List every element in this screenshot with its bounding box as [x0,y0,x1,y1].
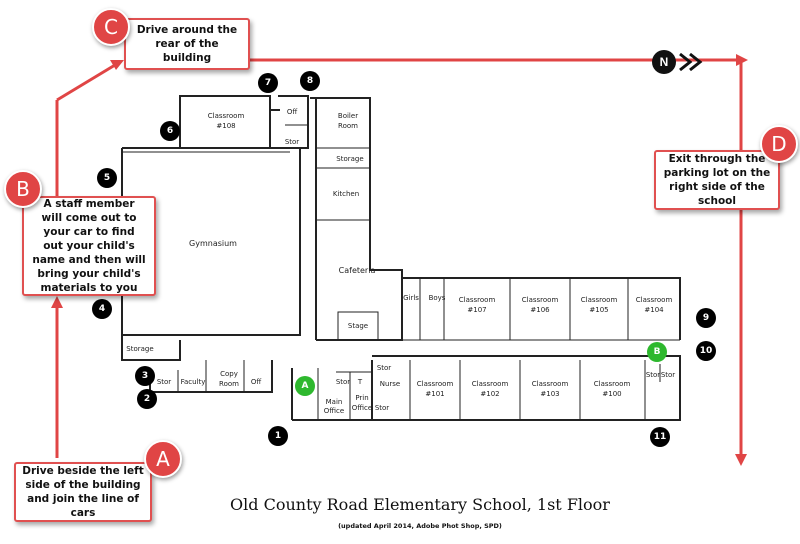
step-a-callout: Drive beside the left side of the buildi… [14,462,152,522]
door-10-marker: 10 [696,341,716,361]
label-faculty: Faculty [181,378,206,386]
step-c-callout: Drive around the rear of the building [124,18,250,70]
step-b-callout: A staff member will come out to your car… [22,196,156,296]
label-stor-r2: Stor [661,371,675,379]
label-classroom107: Classroom [459,296,496,304]
label-stor-top: Stor [285,138,299,146]
label-boiler-room: Room [338,122,358,130]
label-off-left: Off [251,378,262,386]
label-classroom104-num: #104 [644,306,664,314]
label-stor-left: Stor [157,378,171,386]
route-b-to-c [56,60,121,102]
step-a-badge: A [144,440,182,478]
label-copy: Copy [220,370,238,378]
label-classroom101-num: #101 [425,390,444,398]
label-storage-left: Storage [126,345,153,353]
door-5-marker: 5 [97,168,117,188]
door-11-marker: 11 [650,427,670,447]
north-icon: N [652,50,676,74]
door-2-marker: 2 [137,389,157,409]
label-classroom105: Classroom [581,296,618,304]
building-walls [121,95,681,421]
label-stor-nurse: Stor [377,364,391,372]
label-t-room: T [357,378,363,386]
label-classroom108-num: #108 [216,122,235,130]
label-nurse: Nurse [380,380,401,388]
step-b-badge: B [4,170,42,208]
label-main-office: Main [326,398,343,406]
label-classroom104: Classroom [636,296,673,304]
label-main-office-2: Office [324,407,344,415]
label-kitchen: Kitchen [333,190,359,198]
step-b-text: A staff member will come out to your car… [32,198,146,294]
door-9-marker: 9 [696,308,716,328]
entry-b-marker: B [647,342,667,362]
label-stor-low: Stor [375,404,389,412]
label-off-top: Off [287,108,298,116]
label-classroom102-num: #102 [480,390,499,398]
label-classroom103: Classroom [532,380,569,388]
label-boiler: Boiler [338,112,358,120]
step-d-badge: D [760,125,798,163]
label-stor-mid: Stor [336,378,350,386]
step-a-text: Drive beside the left side of the buildi… [22,465,144,519]
label-prin-office: Prin [355,394,368,402]
step-c-text: Drive around the rear of the building [136,24,238,64]
label-classroom106-num: #106 [530,306,550,314]
label-girls: Girls [403,294,419,302]
label-gymnasium: Gymnasium [189,239,237,248]
label-classroom100-num: #100 [602,390,621,398]
entry-a-marker: A [295,376,315,396]
door-3-marker: 3 [135,366,155,386]
door-1-marker: 1 [268,426,288,446]
north-arrow-icon [679,52,703,72]
door-6-marker: 6 [160,121,180,141]
door-8-marker: 8 [300,71,320,91]
label-classroom108: Classroom [208,112,245,120]
label-stor-r1: Stor [646,371,660,379]
label-prin-office-2: Office [352,404,372,412]
label-cafeteria: Cafeteria [339,266,376,275]
label-boys: Boys [429,294,446,302]
label-classroom101: Classroom [417,380,454,388]
step-d-text: Exit through the parking lot on the righ… [663,153,771,207]
label-classroom106: Classroom [522,296,559,304]
label-classroom105-num: #105 [589,306,608,314]
label-classroom107-num: #107 [467,306,486,314]
label-classroom100: Classroom [594,380,631,388]
label-stage: Stage [348,322,368,330]
map-title: Old County Road Elementary School, 1st F… [230,495,610,514]
door-4-marker: 4 [92,299,112,319]
door-7-marker: 7 [258,73,278,93]
step-c-badge: C [92,8,130,46]
label-classroom102: Classroom [472,380,509,388]
room-labels: Gymnasium Classroom #108 Off Stor Boiler… [126,108,675,415]
map-subtitle: (updated April 2014, Adobe Phot Shop, SP… [338,522,502,530]
label-copy-room: Room [219,380,239,388]
step-d-callout: Exit through the parking lot on the righ… [654,150,780,210]
label-classroom103-num: #103 [540,390,559,398]
label-storage-top: Storage [336,155,363,163]
